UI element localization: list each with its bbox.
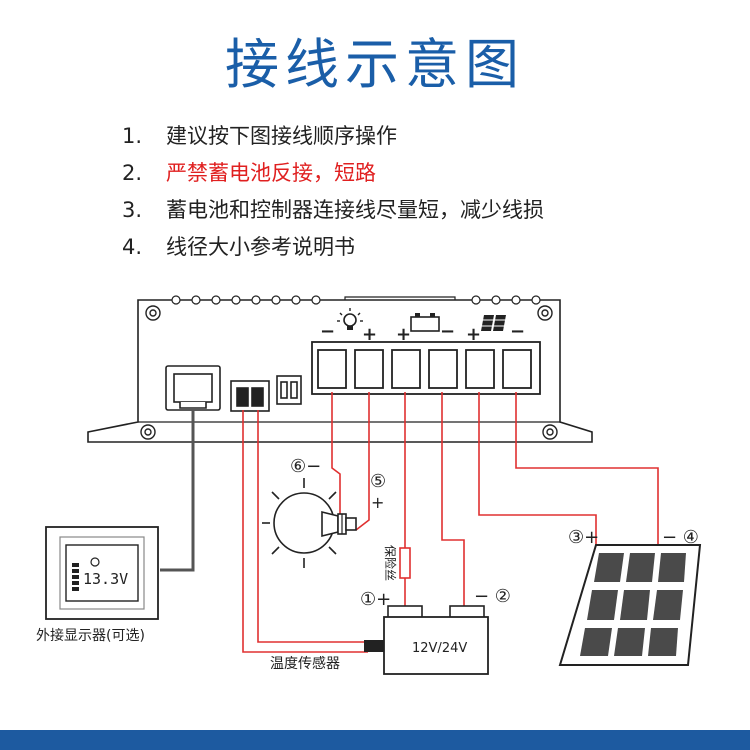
bulb-icon xyxy=(343,313,357,327)
load-plus-sign: + xyxy=(362,324,377,345)
fuse xyxy=(399,547,411,579)
terminal-6-label: ⑥− xyxy=(290,456,321,477)
battery-plus-sign: + xyxy=(396,324,411,345)
battery-icon xyxy=(410,316,440,332)
terminal-5-label: ⑤ xyxy=(370,471,386,492)
page-title: 接线示意图 xyxy=(225,33,525,96)
controller-screws xyxy=(140,305,558,440)
terminal-5-sign: + xyxy=(371,493,384,512)
footer-bar xyxy=(0,730,750,750)
battery: 12V/24V xyxy=(383,605,489,675)
aux-connector xyxy=(276,375,302,405)
display-reading: 13.3V xyxy=(83,570,128,588)
solar-plus-sign: + xyxy=(466,324,481,345)
step-1: 1.建议按下图接线顺序操作 xyxy=(122,124,397,148)
controller-top-ridge xyxy=(171,295,541,305)
step-4: 4.线径大小参考说明书 xyxy=(122,235,355,259)
wiring-diagram: − + + − + − 保险丝 温度传感器 12V/24V ①+ − xyxy=(36,295,702,675)
battery-minus-sign: − xyxy=(440,321,455,342)
load-minus-sign: − xyxy=(320,321,335,342)
display-caption: 外接显示器(可选) xyxy=(36,627,145,644)
step-2-warning: 2.严禁蓄电池反接，短路 xyxy=(122,161,376,185)
battery-terminal-icon xyxy=(410,313,440,332)
sensor-connector xyxy=(230,380,270,412)
load-terminal-icon xyxy=(337,308,363,330)
rj45-port-icon xyxy=(165,365,221,411)
display-cable xyxy=(160,410,195,572)
terminal-3-label: ③+ xyxy=(568,527,599,548)
terminal-4-label: − ④ xyxy=(662,527,699,548)
wires xyxy=(242,392,659,653)
terminal-1-label: ①+ xyxy=(360,589,391,610)
solar-minus-sign: − xyxy=(510,321,525,342)
terminal-block xyxy=(311,341,541,395)
display-icon: 13.3V xyxy=(45,526,159,620)
fuse-label: 保险丝 xyxy=(383,545,398,581)
solar-terminal-icon xyxy=(479,315,506,331)
solar-panel-icon xyxy=(558,544,702,666)
sensor-label: 温度传感器 xyxy=(270,655,340,672)
instruction-list: 1.建议按下图接线顺序操作 2.严禁蓄电池反接，短路 3.蓄电池和控制器连接线尽… xyxy=(122,118,544,266)
load-bulb-icon xyxy=(262,478,357,568)
battery-label: 12V/24V xyxy=(412,641,467,656)
terminal-2-label: − ② xyxy=(474,586,511,607)
step-3: 3.蓄电池和控制器连接线尽量短，减少线损 xyxy=(122,198,544,222)
